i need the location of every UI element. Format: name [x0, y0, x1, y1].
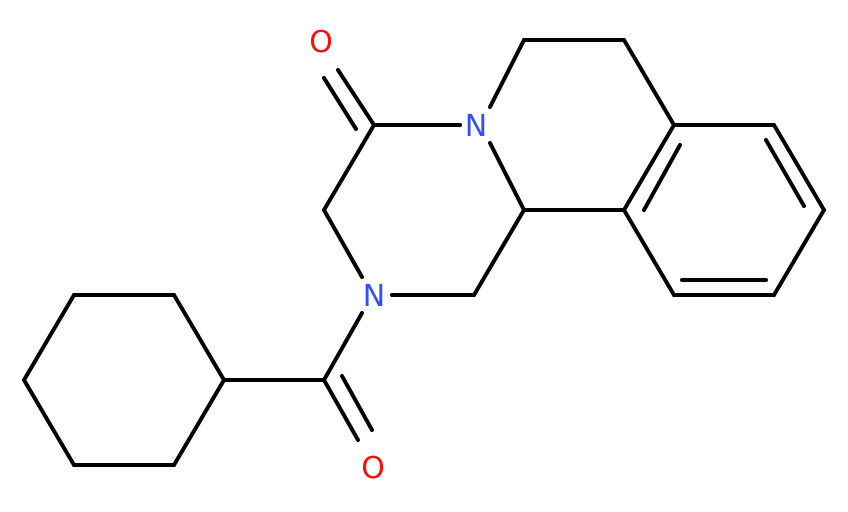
- atom-labels: O N N O: [309, 25, 487, 486]
- bond-chex-3: [22, 293, 76, 382]
- atom-label-oxygen-carbonyl: O: [309, 25, 333, 60]
- atom-label-nitrogen-bridgehead: N: [465, 109, 487, 144]
- bond-c1-c11b: [472, 208, 526, 297]
- bond-c11b-n1: [488, 141, 526, 212]
- bond-arom-3: [642, 143, 682, 212]
- bond-arom-1: [764, 138, 806, 208]
- atom-label-oxygen-acyl: O: [361, 451, 385, 486]
- atom-label-nitrogen-amide: N: [363, 279, 385, 314]
- bond-c4-o1-b: [322, 76, 358, 131]
- bond-cacyl-o2-b: [340, 374, 374, 432]
- bond-c8-c9: [772, 123, 826, 212]
- bond-c4-c3: [322, 123, 376, 212]
- bond-n2-cacyl: [322, 311, 364, 382]
- bond-c11a-c7a: [622, 123, 676, 212]
- bond-c4-o1-a: [336, 68, 376, 127]
- bond-c11-c11a: [622, 208, 676, 297]
- bonds: [22, 38, 826, 467]
- bond-chex-4: [22, 378, 76, 467]
- bond-c3-n2: [322, 208, 364, 279]
- bond-chex-1: [172, 293, 226, 382]
- bond-chex-6: [172, 378, 226, 467]
- bond-c9-c10: [772, 208, 826, 297]
- bond-c7-c7a: [622, 38, 676, 127]
- bond-n1-c6: [488, 38, 526, 109]
- bond-cacyl-o2-a: [322, 378, 360, 442]
